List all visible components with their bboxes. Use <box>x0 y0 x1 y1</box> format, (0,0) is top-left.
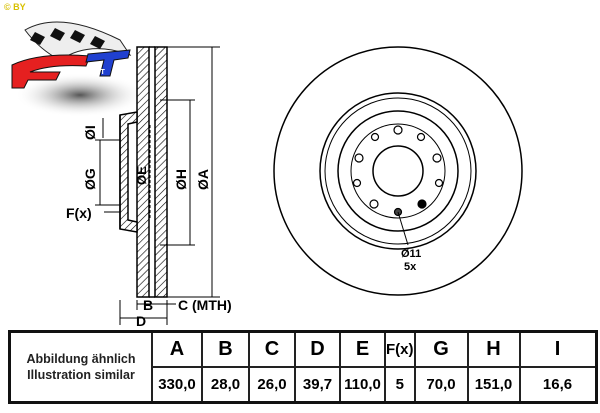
value-h: 151,0 <box>466 366 521 404</box>
value-i: 16,6 <box>518 366 597 404</box>
value-e: 110,0 <box>339 366 386 404</box>
technical-drawing: © BY FTT ØI ØG ØE ØH ØA F(x) B C (MTH) D <box>4 2 523 329</box>
caption-en: Illustration similar <box>27 368 135 382</box>
value-a: 330,0 <box>151 366 203 404</box>
header-b: B <box>201 330 250 368</box>
label-h: ØH <box>173 169 189 190</box>
label-bolt-count: 5x <box>404 261 417 273</box>
value-b: 28,0 <box>201 366 250 404</box>
disc-cross-section <box>119 46 168 298</box>
label-g: ØG <box>82 168 98 190</box>
caption-cell: Abbildung ähnlich Illustration similar <box>8 330 153 404</box>
label-i: ØI <box>82 125 98 140</box>
header-c: C <box>248 330 296 368</box>
header-d: D <box>294 330 341 368</box>
value-c: 26,0 <box>248 366 296 404</box>
disc-front-view <box>273 46 523 296</box>
label-d: D <box>136 313 146 329</box>
label-a: ØA <box>195 169 211 190</box>
logo-brand: FTT <box>92 69 106 76</box>
label-b: B <box>143 297 153 313</box>
value-d: 39,7 <box>294 366 341 404</box>
caption-de: Abbildung ähnlich <box>26 352 136 366</box>
label-bolt-diameter: Ø11 <box>401 248 421 260</box>
header-h: H <box>466 330 521 368</box>
value-f: 5 <box>384 366 416 404</box>
label-e: ØE <box>134 166 149 185</box>
header-f: F(x) <box>384 330 416 368</box>
value-g: 70,0 <box>413 366 469 404</box>
header-g: G <box>413 330 469 368</box>
dimensions-table: Abbildung ähnlich Illustration similar A… <box>8 330 598 404</box>
header-a: A <box>151 330 203 368</box>
header-e: E <box>339 330 386 368</box>
label-f: F(x) <box>66 205 92 221</box>
dimension-lines <box>95 46 220 325</box>
label-c: C (MTH) <box>178 297 232 313</box>
header-i: I <box>518 330 597 368</box>
ftt-logo: © BY FTT <box>4 2 145 117</box>
logo-copyright: © BY <box>4 2 26 12</box>
